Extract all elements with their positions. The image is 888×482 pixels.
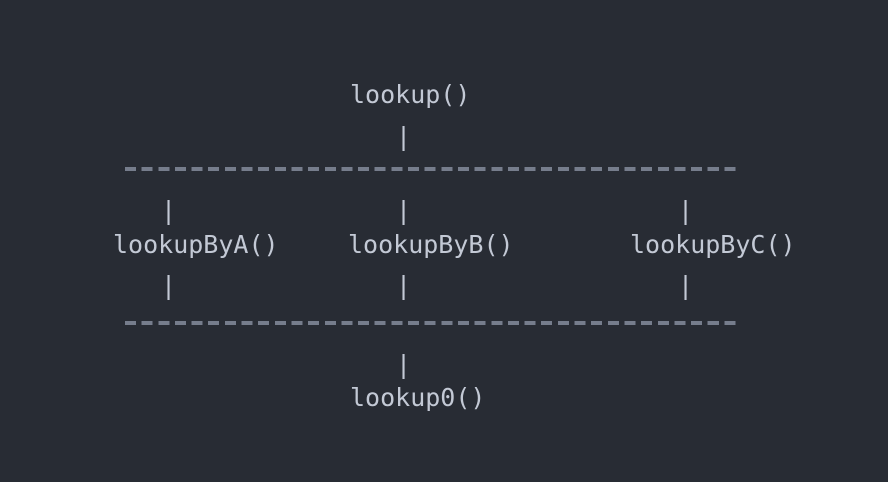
connector-lookupbya-up: |	[161, 196, 177, 225]
connector-lookupbya-down: |	[161, 271, 177, 300]
node-lookupbyb-label: lookupByB()	[348, 230, 514, 259]
connector-lookupbyb-down: |	[396, 271, 412, 300]
node-lookupbya-label: lookupByA()	[113, 230, 279, 259]
connector-lookup0-up: |	[396, 350, 412, 379]
node-lookupbyc-label: lookupByC()	[630, 230, 796, 259]
connector-lookupbyc-down: |	[678, 271, 694, 300]
node-lookup0-label: lookup0()	[350, 383, 486, 412]
connector-lookupbyb-up: |	[396, 196, 412, 225]
separator-rule-bottom	[125, 321, 741, 325]
connector-lookup-down: |	[396, 122, 412, 151]
connector-lookupbyc-up: |	[678, 196, 694, 225]
node-lookup-label: lookup()	[350, 80, 471, 109]
separator-rule-top	[125, 167, 741, 171]
